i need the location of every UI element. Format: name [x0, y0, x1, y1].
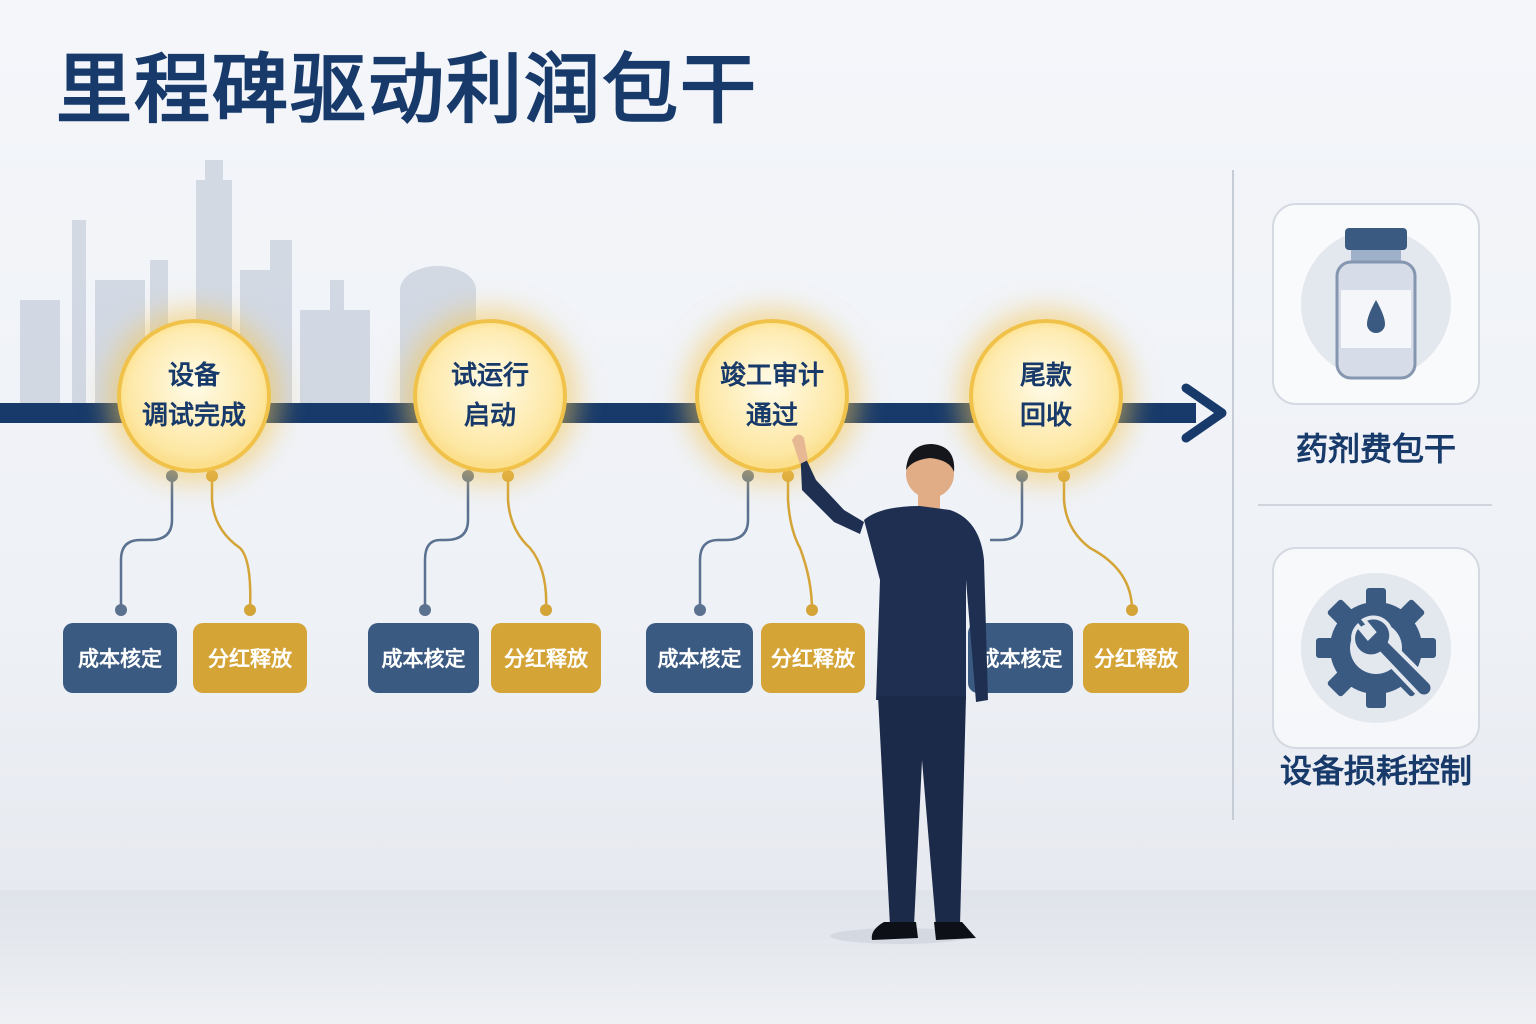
timeline-arrow-shaft	[0, 403, 1196, 423]
horizontal-divider	[1258, 504, 1492, 506]
reagent-cost-label: 药剂费包干	[1295, 430, 1456, 468]
milestone-label-line1: 试运行	[450, 361, 529, 391]
cost-verification-tag: 成本核定	[63, 623, 177, 693]
reagent-cost-card	[1272, 203, 1480, 405]
icon-backdrop	[1301, 573, 1451, 723]
dividend-release-tag: 分红释放	[491, 623, 601, 693]
icon-backdrop	[1301, 228, 1451, 380]
floor	[0, 890, 1536, 1024]
milestone-label-line2: 启动	[463, 401, 516, 431]
cost-verification-tag: 成本核定	[646, 623, 753, 693]
dividend-release-tag: 分红释放	[1083, 623, 1189, 693]
milestone-label-line1: 尾款	[1019, 361, 1072, 391]
milestone-equipment-commissioning[interactable]: 设备 调试完成	[117, 319, 271, 473]
cost-verification-tag: 成本核定	[368, 623, 479, 693]
equipment-wear-label: 设备损耗控制	[1279, 752, 1472, 790]
milestone-label-line1: 设备	[167, 361, 220, 391]
milestone-trial-run[interactable]: 试运行 启动	[413, 319, 567, 473]
equipment-wear-card	[1272, 547, 1480, 749]
gear-wrench-icon	[1316, 588, 1436, 708]
medicine-bottle-icon	[1335, 228, 1417, 380]
milestone-final-payment[interactable]: 尾款 回收	[969, 319, 1123, 473]
milestone-label-line1: 竣工审计	[719, 361, 824, 391]
milestone-label-line2: 通过	[745, 401, 798, 431]
milestone-completion-audit[interactable]: 竣工审计 通过	[695, 319, 849, 473]
businessman-illustration	[792, 434, 988, 944]
dividend-release-tag: 分红释放	[761, 623, 865, 693]
page-title: 里程碑驱动利润包干	[56, 45, 758, 134]
milestone-label-line2: 调试完成	[141, 401, 246, 431]
vertical-divider	[1232, 170, 1234, 820]
milestone-label-line2: 回收	[1019, 401, 1072, 431]
timeline-arrow-head	[1181, 383, 1227, 443]
dividend-release-tag: 分红释放	[193, 623, 307, 693]
